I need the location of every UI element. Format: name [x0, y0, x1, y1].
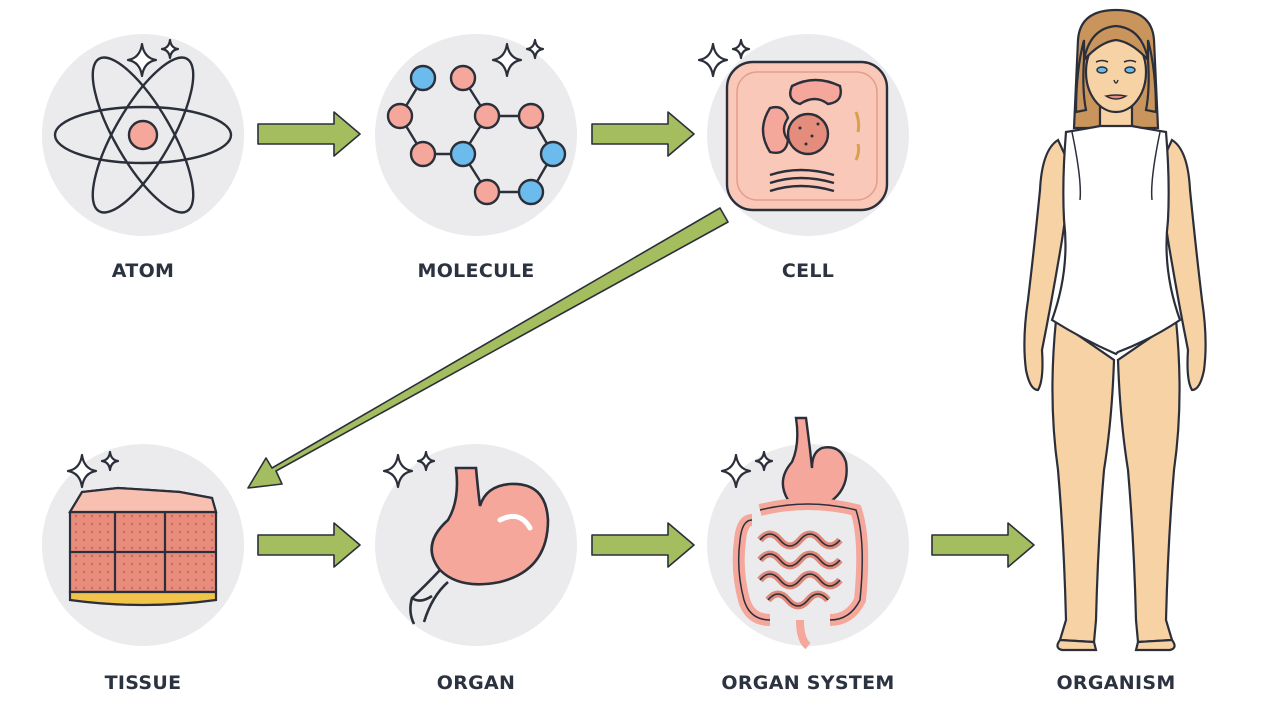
arrow-molecule-to-cell: [591, 111, 695, 157]
sparkle-icon: [416, 450, 436, 472]
stomach-icon: [409, 466, 550, 625]
arrow-organ-to-organ-system: [591, 522, 695, 568]
label-cell: CELL: [781, 260, 835, 282]
sparkle-icon: [66, 453, 98, 489]
digestive-system-icon: [732, 416, 869, 650]
human-figure-icon: [1023, 8, 1207, 652]
cell-icon: [725, 60, 889, 212]
label-organism: ORGANISM: [1056, 672, 1176, 694]
arrow-organ-system-to-organism: [931, 522, 1035, 568]
sparkle-icon: [754, 450, 774, 472]
sparkle-icon: [720, 453, 752, 489]
arrow-tissue-to-organ: [257, 522, 361, 568]
arrow-atom-to-molecule: [257, 111, 361, 157]
sparkle-icon: [525, 38, 545, 60]
label-organ: ORGAN: [436, 672, 516, 694]
label-molecule: MOLECULE: [417, 260, 535, 282]
atom-icon: [53, 56, 233, 214]
sparkle-icon: [100, 450, 120, 472]
sparkle-icon: [382, 453, 414, 489]
sparkle-icon: [731, 38, 751, 60]
sparkle-icon: [126, 42, 158, 78]
sparkle-icon: [697, 42, 729, 78]
tissue-icon: [68, 486, 218, 607]
label-atom: ATOM: [111, 260, 175, 282]
sparkle-icon: [160, 38, 180, 60]
sparkle-icon: [491, 42, 523, 78]
arrow-cell-to-tissue: [247, 207, 729, 489]
label-tissue: TISSUE: [104, 672, 182, 694]
molecule-icon: [386, 64, 567, 206]
label-organ-system: ORGAN SYSTEM: [721, 672, 895, 694]
